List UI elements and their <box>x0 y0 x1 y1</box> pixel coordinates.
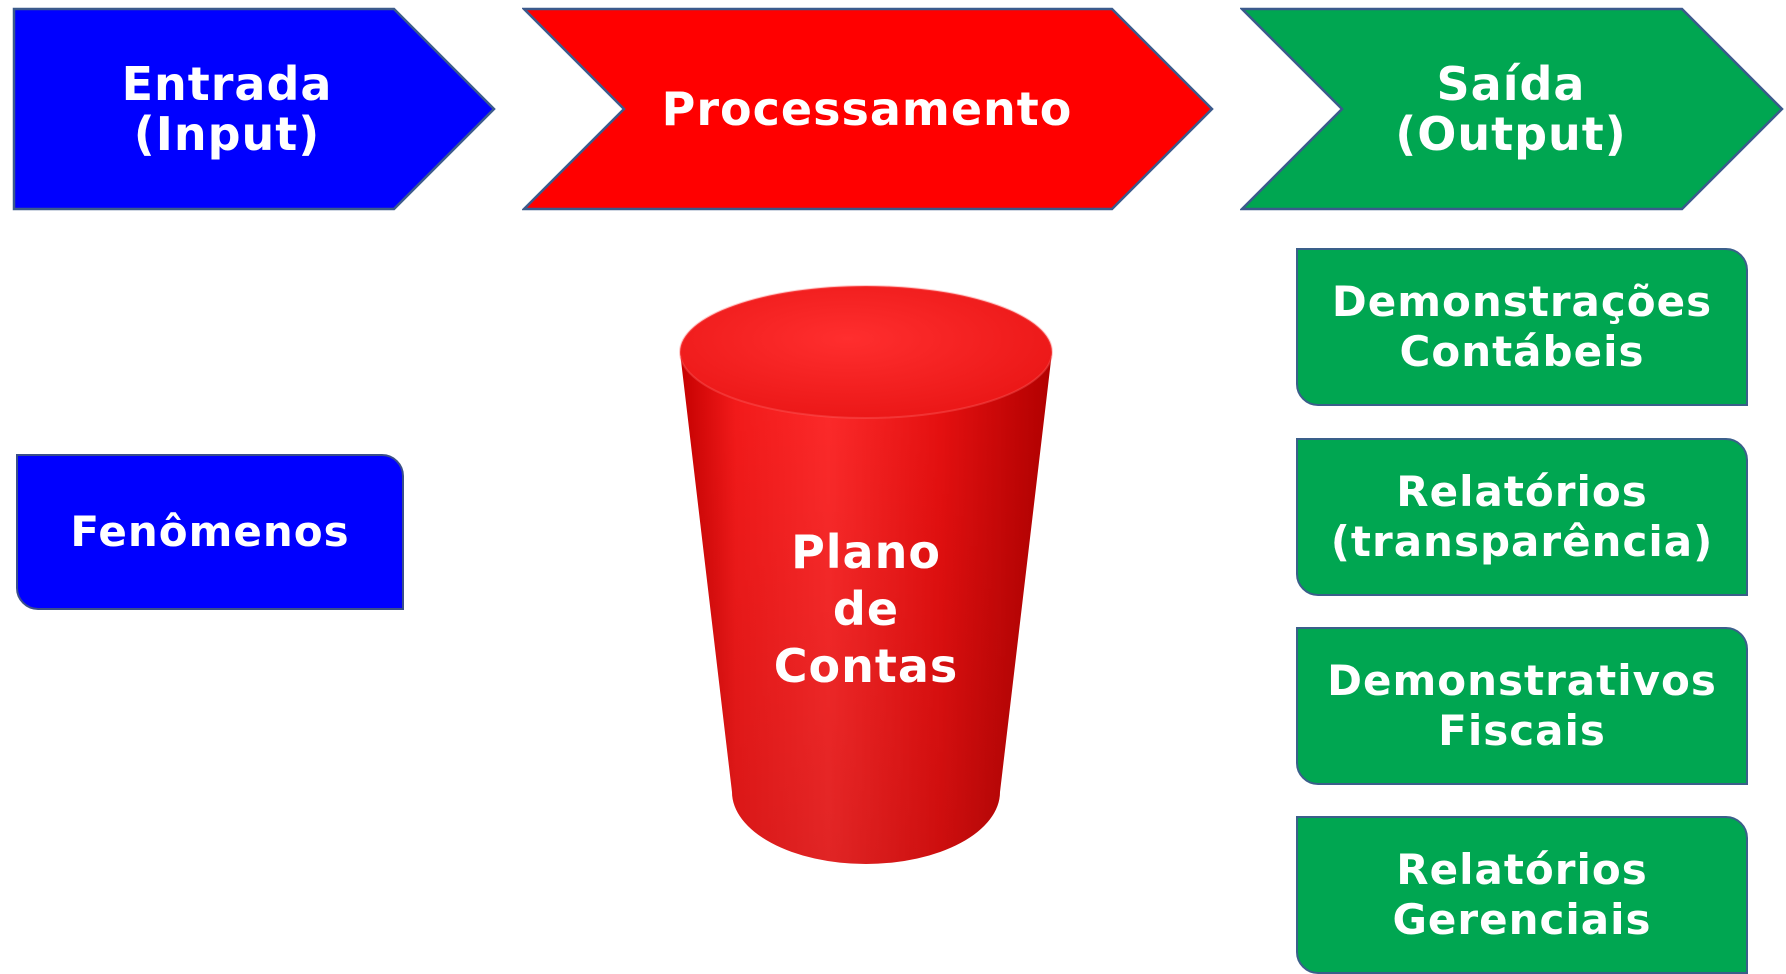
output-box-relatorios-transparencia: Relatórios (transparência) <box>1296 438 1748 596</box>
stage-processing-chevron: Processamento <box>522 7 1216 211</box>
pentagon-shape <box>12 7 496 211</box>
output-box-relatorios-gerenciais: Relatórios Gerenciais <box>1296 816 1748 974</box>
stage-output-chevron: Saída (Output) <box>1240 7 1786 211</box>
output-box-demonstracoes-contabeis: Demonstrações Contábeis <box>1296 248 1748 406</box>
stage-output-label: Saída (Output) <box>1395 57 1627 161</box>
stage-input-label: Entrada (Input) <box>121 57 333 161</box>
output-box-demonstrativos-fiscais: Demonstrativos Fiscais <box>1296 627 1748 785</box>
output-box-label: Demonstrações Contábeis <box>1331 277 1713 376</box>
output-box-label: Demonstrativos Fiscais <box>1327 656 1717 755</box>
input-box-label: Fenômenos <box>70 507 350 556</box>
plano-de-contas-cylinder: Plano de Contas <box>676 284 1056 876</box>
cylinder-label: Plano de Contas <box>773 525 959 693</box>
input-box-fenomenos: Fenômenos <box>16 454 404 610</box>
output-box-label: Relatórios Gerenciais <box>1392 845 1652 944</box>
stage-processing-label: Processamento <box>661 82 1073 136</box>
chevron-shape <box>1240 7 1784 211</box>
stage-input-pentagon: Entrada (Input) <box>12 7 498 211</box>
cylinder-shape <box>679 285 1053 864</box>
chevron-shape <box>522 7 1214 211</box>
output-box-label: Relatórios (transparência) <box>1330 467 1714 566</box>
